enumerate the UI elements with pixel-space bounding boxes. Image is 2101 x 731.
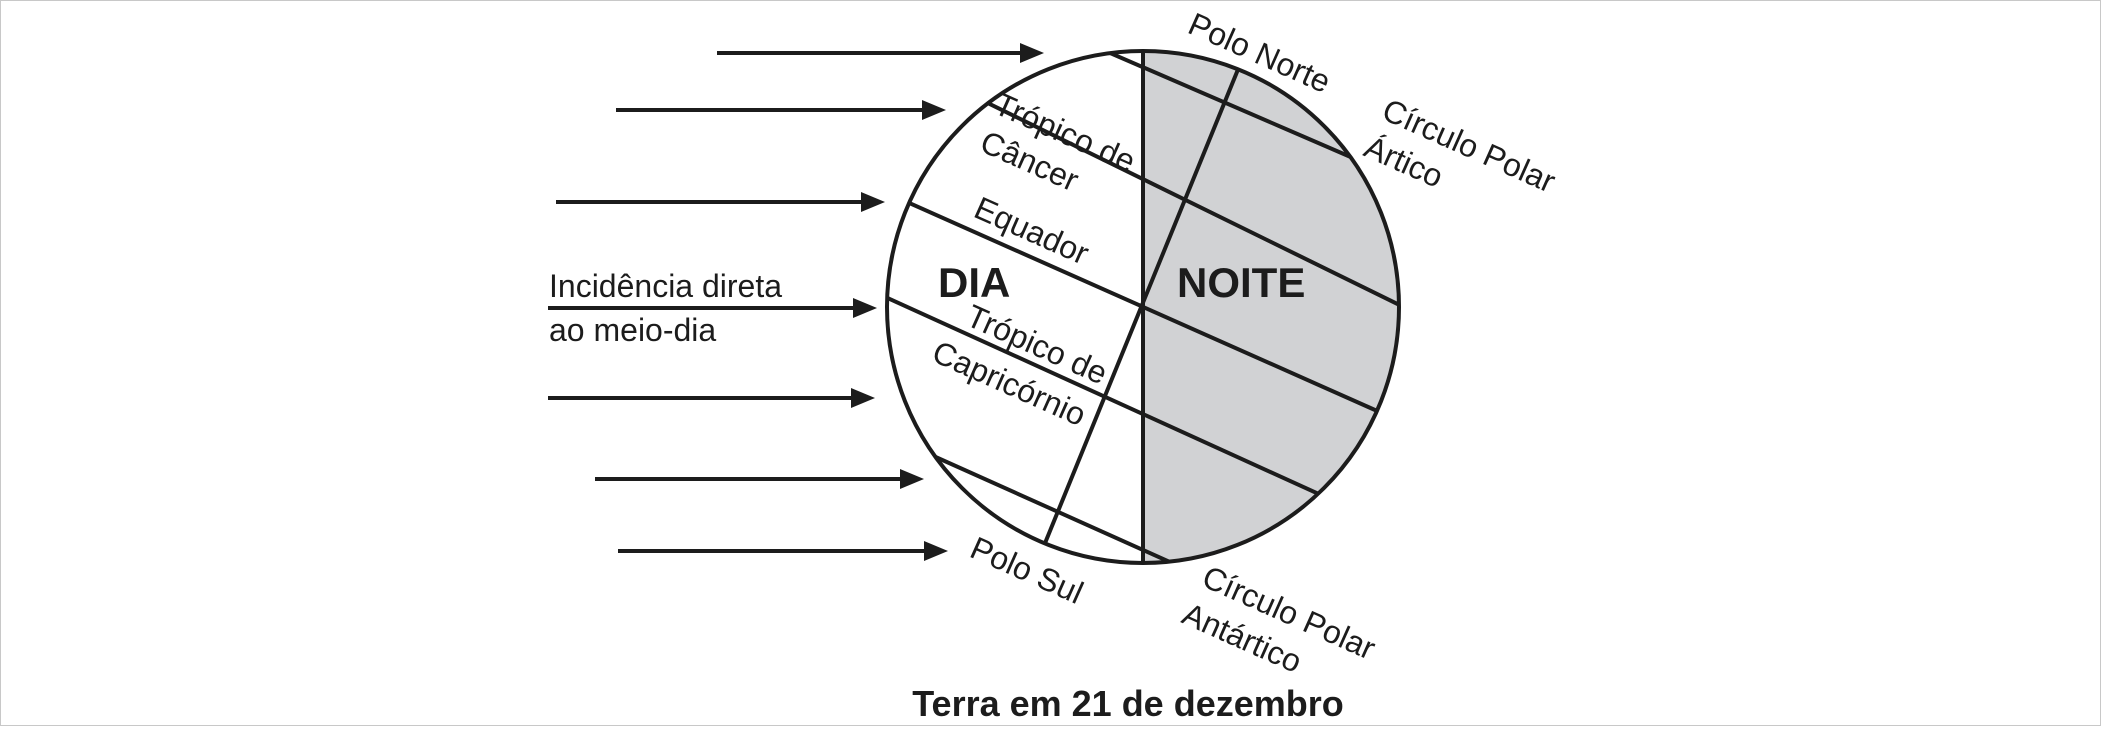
night-label: NOITE	[1177, 259, 1305, 306]
sun-ray-arrow	[717, 43, 1044, 63]
earth-outline	[885, 49, 1401, 565]
incidence-label-line2: ao meio-dia	[549, 312, 716, 348]
incidence-label-line1: Incidência direta	[549, 268, 782, 304]
sun-ray-arrow	[595, 469, 924, 489]
sun-ray-arrow	[616, 100, 946, 120]
antarctic-circle-line	[919, 448, 1211, 563]
diagram-caption: Terra em 21 de dezembro	[912, 683, 1344, 724]
earth-axis-line	[1028, 51, 1252, 563]
sun-ray-arrow	[548, 298, 877, 318]
sun-ray-arrow	[548, 388, 875, 408]
day-label: DIA	[938, 259, 1010, 306]
equator-line	[887, 188, 1399, 432]
night-side	[1143, 51, 1399, 563]
sun-ray-arrow	[556, 192, 885, 212]
sun-ray-arrow	[618, 541, 948, 561]
sun-rays	[548, 43, 1044, 561]
arctic-circle-line	[1079, 51, 1391, 176]
